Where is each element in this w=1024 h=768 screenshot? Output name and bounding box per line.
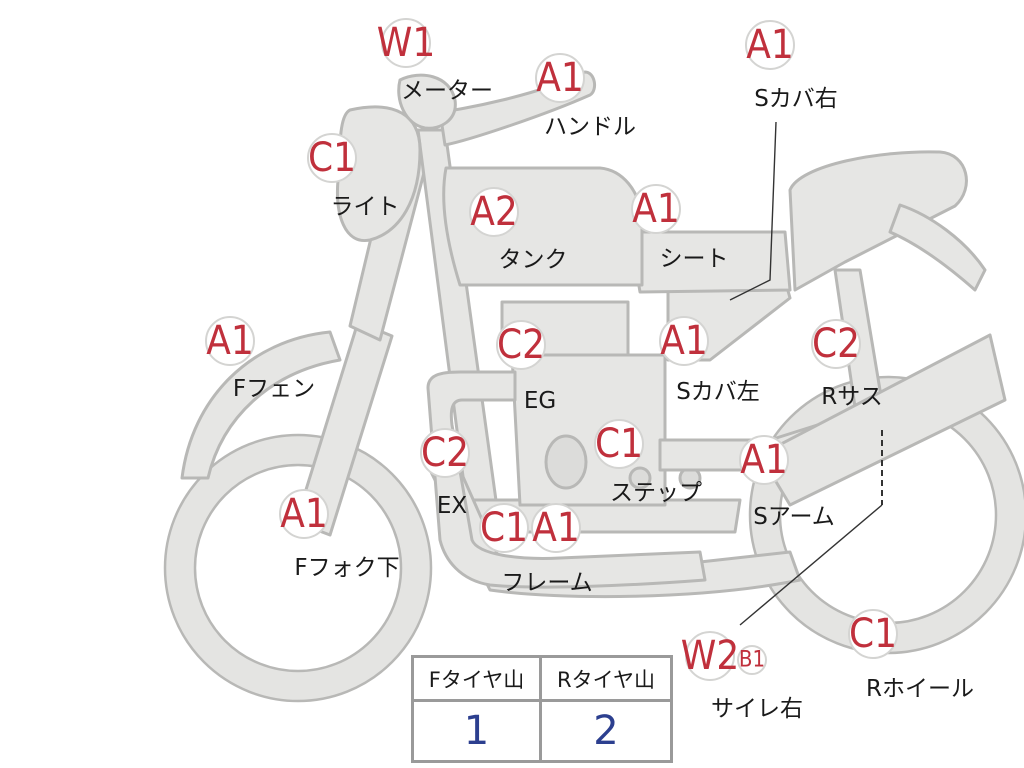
badge-rsus: C2 <box>811 319 861 369</box>
svg-text:A1: A1 <box>632 186 680 232</box>
svg-text:A1: A1 <box>532 505 580 551</box>
front-tire-value: 1 <box>414 702 542 760</box>
badge-scover-left: A1 <box>659 316 709 366</box>
rear-tail <box>788 150 968 292</box>
svg-text:C1: C1 <box>480 505 528 551</box>
svg-text:C2: C2 <box>421 430 469 476</box>
badge-frame-1: C1 <box>479 503 529 553</box>
leader-lines <box>729 121 883 626</box>
label-exhaust: EX <box>437 493 468 519</box>
muffler <box>758 333 1007 507</box>
label-light: ライト <box>331 194 400 220</box>
label-ffork: Fフォク下 <box>294 555 399 581</box>
svg-text:A1: A1 <box>536 55 584 101</box>
label-scover-left: Sカバ左 <box>676 379 760 405</box>
svg-text:A2: A2 <box>470 189 518 235</box>
badge-sarm: A1 <box>739 435 789 485</box>
label-engine: EG <box>524 388 556 414</box>
leader-scover-right <box>729 121 777 301</box>
badge-step: C1 <box>594 419 644 469</box>
badge-exhaust: C2 <box>420 428 470 478</box>
badge-silencer-right-2: B1 <box>737 645 767 675</box>
svg-text:W2: W2 <box>681 633 739 679</box>
label-frame: フレーム <box>501 570 592 596</box>
exhaust-pipe <box>426 370 707 589</box>
label-seat: シート <box>660 246 729 272</box>
label-handle: ハンドル <box>544 114 636 140</box>
badge-ffork: A1 <box>279 489 329 539</box>
label-rsus: Rサス <box>821 384 883 410</box>
step-peg-1 <box>628 466 652 490</box>
rear-tire-value: 2 <box>593 708 619 754</box>
label-rwheel: Rホイール <box>866 676 974 702</box>
svg-text:C1: C1 <box>595 421 643 467</box>
svg-text:C2: C2 <box>812 321 860 367</box>
label-silencer-right: サイレ右 <box>711 696 803 722</box>
svg-text:A1: A1 <box>746 22 794 68</box>
svg-text:A1: A1 <box>740 437 788 483</box>
badge-rwheel: C1 <box>848 609 898 659</box>
rear-tire-header: Rタイヤ山 <box>542 658 670 702</box>
badge-silencer-right-1: W2 <box>681 631 739 681</box>
svg-text:C1: C1 <box>849 611 897 657</box>
svg-text:A1: A1 <box>280 491 328 537</box>
badge-frame-2: A1 <box>531 503 581 553</box>
svg-text:A1: A1 <box>660 318 708 364</box>
badge-light: C1 <box>307 133 357 183</box>
engine-cover <box>544 434 588 490</box>
badge-engine: C2 <box>496 320 546 370</box>
badge-meter: W1 <box>377 18 435 68</box>
badge-ffender: A1 <box>205 316 255 366</box>
front-wheel <box>163 433 433 703</box>
label-ffender: Fフェン <box>233 376 315 402</box>
rear-fender <box>888 203 987 292</box>
svg-text:A1: A1 <box>206 318 254 364</box>
badge-handle: A1 <box>535 53 585 103</box>
front-fender <box>180 330 342 480</box>
leader-silencer-right <box>739 504 883 626</box>
label-step: ステップ <box>610 480 702 506</box>
svg-text:B1: B1 <box>739 648 765 673</box>
badge-seat: A1 <box>631 184 681 234</box>
svg-text:W1: W1 <box>377 20 435 66</box>
label-sarm: Sアーム <box>753 504 835 530</box>
badge-tank: A2 <box>469 187 519 237</box>
label-scover-right: Sカバ右 <box>754 86 838 112</box>
badge-scover-right: A1 <box>745 20 795 70</box>
svg-text:C1: C1 <box>308 135 356 181</box>
label-meter: メーター <box>401 78 493 104</box>
meter-housing <box>397 73 457 130</box>
label-tank: タンク <box>499 247 568 273</box>
tire-tread-table: Fタイヤ山 Rタイヤ山 1 2 <box>411 655 673 763</box>
front-tire-header: Fタイヤ山 <box>414 658 542 702</box>
svg-text:C2: C2 <box>497 322 545 368</box>
